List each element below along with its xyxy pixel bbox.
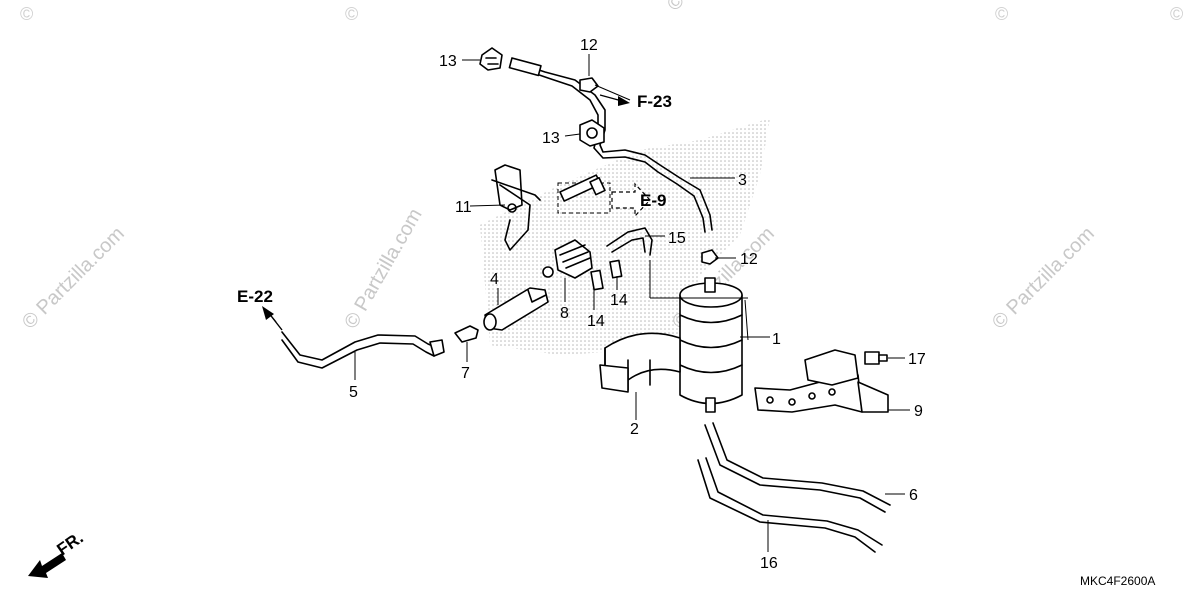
- watermark-right-3: © Partzilla.com: [663, 0, 774, 16]
- band-2: [599, 332, 681, 393]
- callout-8: 8: [560, 305, 569, 322]
- tube-5: [281, 331, 439, 369]
- callout-1: 1: [772, 331, 781, 348]
- reference-f23: F-23: [637, 92, 672, 111]
- canister-1: [679, 277, 743, 413]
- watermark-top-2: ©: [345, 4, 358, 24]
- breather-tube-upper-inner: [518, 67, 706, 233]
- callout-13-upper: 13: [439, 53, 457, 70]
- callout-5: 5: [349, 384, 358, 401]
- front-arrow: [28, 553, 66, 578]
- clip-13-lower: [579, 119, 605, 147]
- hose-16: [697, 457, 883, 553]
- bolt-14-b: [609, 259, 623, 279]
- bolt-upper: [559, 174, 606, 202]
- hose-6: [704, 422, 891, 513]
- arrow-f23-head: [618, 96, 630, 106]
- callout-2: 2: [630, 421, 639, 438]
- watermark-left: © Partzilla.com: [18, 223, 129, 334]
- callout-15: 15: [668, 230, 686, 247]
- background-shading: [480, 118, 770, 355]
- reference-arrow-e9: [611, 182, 651, 218]
- clip-12-upper: [579, 77, 599, 93]
- hose-15: [606, 227, 653, 256]
- watermark-center: © Partzilla.com: [340, 205, 426, 333]
- clip-13-upper: [479, 47, 503, 71]
- valve-8: [542, 239, 593, 279]
- callout-9: 9: [914, 403, 923, 420]
- pin-7: [454, 325, 479, 343]
- bracket-9: [754, 349, 889, 413]
- callout-11: 11: [455, 199, 472, 216]
- callout-14-right: 14: [610, 292, 628, 309]
- reference-e9: E-9: [640, 191, 666, 210]
- diagram-code: MKC4F2600A: [1080, 574, 1155, 588]
- clip-12-lower: [701, 249, 719, 265]
- watermark-top-3: ©: [995, 4, 1008, 24]
- callout-7: 7: [461, 365, 470, 382]
- reference-fr: FR.: [53, 528, 86, 559]
- callout-12-lower: 12: [740, 251, 758, 268]
- tube-5-end: [429, 339, 445, 357]
- arrow-e22-head: [262, 306, 274, 320]
- reference-e22: E-22: [237, 287, 273, 306]
- callout-14-left: 14: [587, 313, 605, 330]
- callout-3: 3: [738, 172, 747, 189]
- watermark-top-4: ©: [1170, 4, 1183, 24]
- callout-16: 16: [760, 555, 778, 572]
- watermark-top-1: ©: [20, 4, 33, 24]
- watermark-right-2: © Partzilla.com: [988, 223, 1099, 334]
- leader-lines: [354, 54, 910, 552]
- reference-box-e9: [557, 182, 611, 214]
- solenoid-4: [483, 287, 549, 331]
- breather-tube-end: [508, 57, 542, 77]
- callout-6: 6: [909, 487, 918, 504]
- callout-17: 17: [908, 351, 926, 368]
- bolt-17: [864, 351, 888, 365]
- callout-12-upper: 12: [580, 37, 598, 54]
- bolt-14-a: [590, 269, 604, 291]
- callout-4: 4: [490, 271, 499, 288]
- callout-13-lower: 13: [542, 130, 560, 147]
